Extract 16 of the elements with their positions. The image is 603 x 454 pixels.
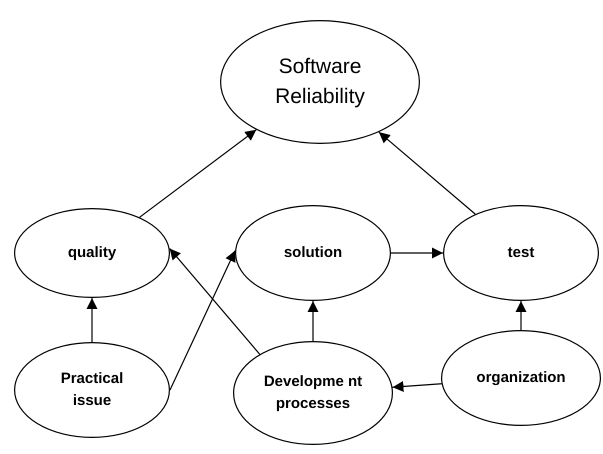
arrow bbox=[86, 298, 98, 342]
node-label: Software Reliability bbox=[274, 54, 366, 110]
node-label: solution bbox=[284, 243, 342, 264]
arrow bbox=[391, 248, 443, 258]
node-label: quality bbox=[68, 243, 116, 264]
node-label: test bbox=[508, 243, 534, 264]
node-label: Practical issue bbox=[60, 369, 124, 411]
arrow bbox=[516, 301, 526, 330]
arrow bbox=[378, 132, 476, 215]
arrow bbox=[308, 301, 318, 341]
arrow bbox=[139, 129, 257, 218]
arrow bbox=[169, 248, 260, 355]
arrow bbox=[392, 381, 442, 392]
node-label: organization bbox=[476, 368, 566, 388]
arrow bbox=[169, 250, 236, 390]
node-label: Developme nt processes bbox=[263, 372, 363, 414]
